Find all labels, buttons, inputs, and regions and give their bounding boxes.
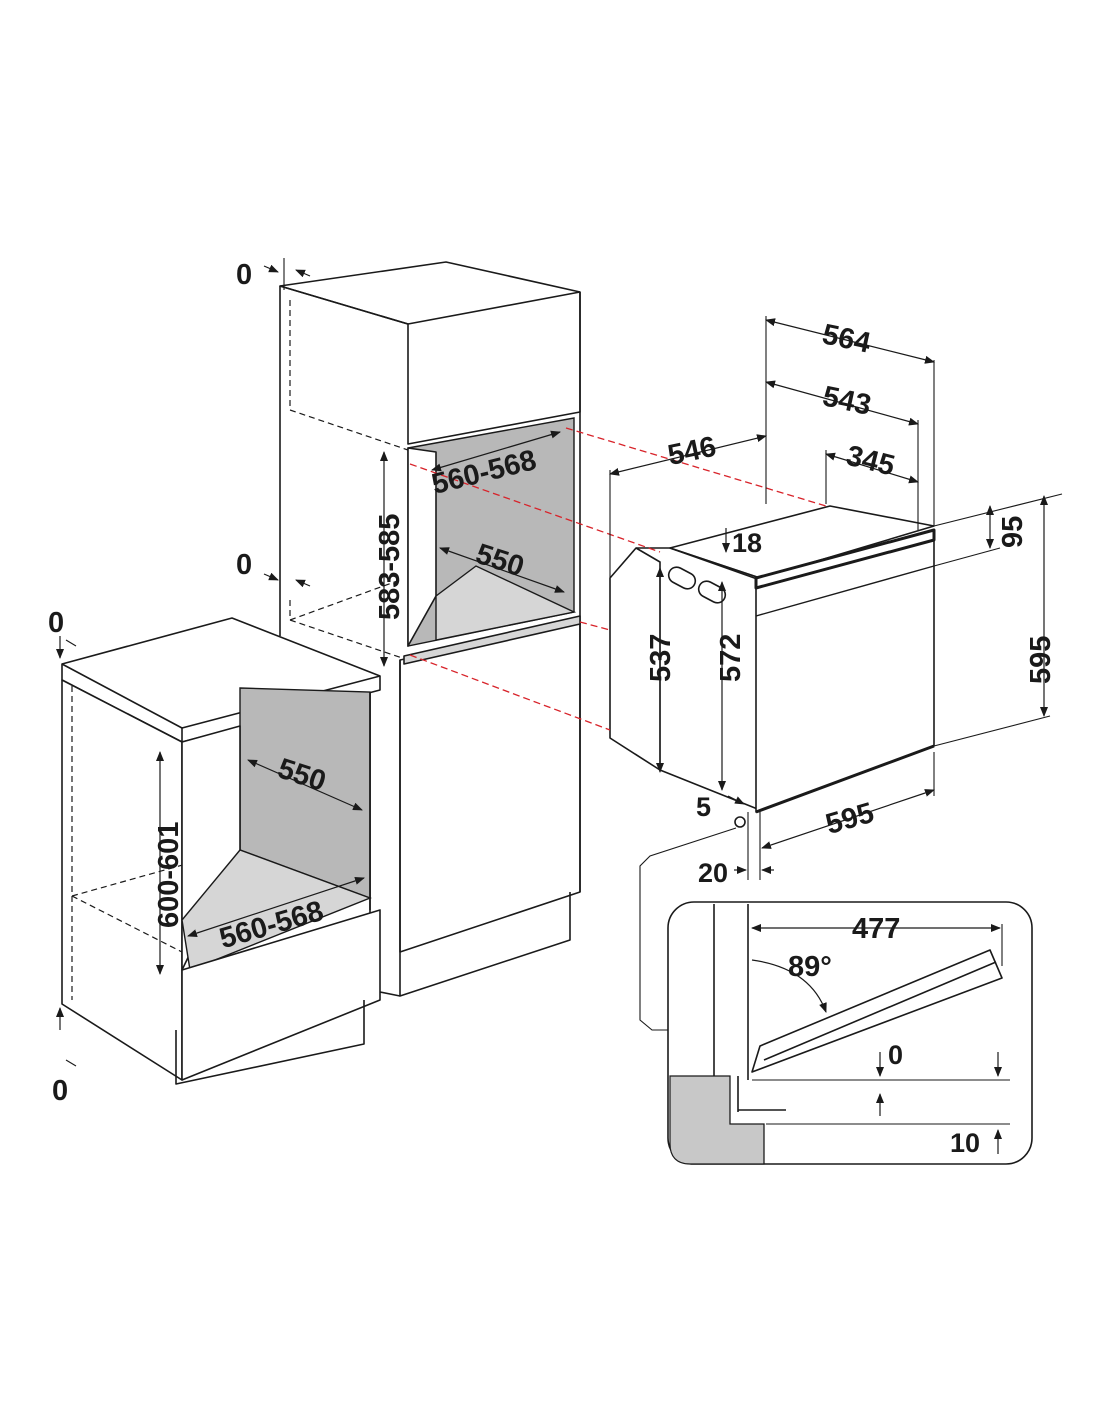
oven-front-offset-label: 5 [696, 792, 711, 822]
undercounter-cabinet [61, 617, 381, 1085]
oven-depth-top-label: 345 [843, 440, 898, 483]
under-bottom-gap-label: 0 [52, 1075, 68, 1107]
tall-cabinet [279, 261, 581, 997]
door-detail-inset [667, 901, 1033, 1165]
under-top-gap-label: 0 [48, 607, 64, 639]
oven-depth-case-label: 546 [665, 431, 719, 472]
tall-opening-height-label: 583-585 [374, 514, 406, 620]
oven-panel-height-label: 95 [997, 516, 1029, 548]
tall-side-gap-label: 0 [236, 549, 252, 581]
door-angle-label: 89° [788, 951, 832, 983]
oven-depth-total-label: 564 [819, 318, 873, 359]
oven-top-offset-label: 18 [732, 528, 762, 558]
oven-depth-body-label: 543 [820, 380, 874, 421]
oven-body-height-label: 572 [715, 634, 747, 682]
vent-hole-icon [667, 566, 697, 590]
under-opening-height-label: 600-601 [153, 822, 185, 928]
door-gap-top-label: 0 [888, 1040, 903, 1070]
tall-top-gap-label: 0 [236, 259, 252, 291]
dimension-lines [56, 258, 1063, 1067]
oven-door-thickness-label: 20 [698, 858, 728, 888]
door-gap-bottom-label: 10 [950, 1128, 980, 1158]
door-depth-label: 477 [852, 913, 900, 945]
oven-side-height-label: 537 [645, 634, 677, 682]
oven-front-width-label: 595 [822, 797, 877, 841]
oven-total-height-label: 595 [1025, 636, 1057, 684]
